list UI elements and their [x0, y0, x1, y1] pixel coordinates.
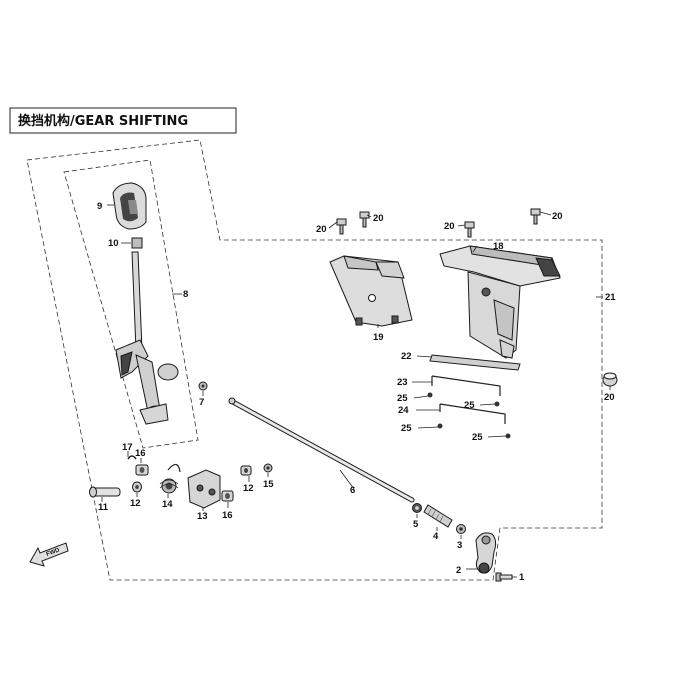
callout-22: 22 [401, 351, 412, 362]
callout-8: 8 [183, 289, 188, 300]
shift-lever [115, 251, 179, 425]
callout-2: 2 [456, 565, 461, 576]
callout-10: 10 [108, 238, 119, 249]
bushing-16-right [221, 490, 234, 502]
mounting-bracket-19 [329, 255, 413, 327]
callout-19: 19 [373, 332, 384, 343]
plate-22 [429, 354, 521, 371]
callout-25-b: 25 [464, 400, 475, 411]
bolt-20-c [464, 221, 475, 238]
bolt-20-a [336, 218, 347, 235]
title-box: 换挡机构/GEAR SHIFTING [9, 107, 237, 134]
callout-15: 15 [263, 479, 274, 490]
callout-20-c: 20 [444, 221, 455, 232]
callout-25-d: 25 [472, 432, 483, 443]
nut-15 [263, 463, 273, 473]
shift-knob [112, 182, 147, 230]
callout-4: 4 [433, 531, 439, 542]
callout-20-b: 20 [373, 213, 384, 224]
bolt-20-b [359, 211, 370, 228]
bracket-23 [431, 375, 501, 396]
callout-20-d: 20 [552, 211, 563, 222]
callout-7: 7 [199, 397, 204, 408]
clip-17 [127, 455, 137, 460]
callout-17: 17 [122, 442, 133, 453]
callout-23: 23 [397, 377, 408, 388]
shift-cable [228, 397, 415, 503]
washer-12-left [132, 481, 142, 493]
screw-25-b [494, 401, 500, 407]
callout-20-a: 20 [316, 224, 327, 235]
callout-20-e: 20 [604, 392, 615, 403]
callout-12-left: 12 [130, 498, 141, 509]
forward-direction-arrow: FWD [29, 542, 69, 567]
callout-9: 9 [97, 201, 102, 212]
screw-25-a [427, 392, 433, 398]
bolt-20-d [530, 208, 541, 225]
callout-3: 3 [457, 540, 462, 551]
bolt-1 [495, 572, 513, 582]
callout-18: 18 [493, 241, 504, 252]
callout-16-right: 16 [222, 510, 233, 521]
diagram-title: 换挡机构/GEAR SHIFTING [18, 113, 188, 129]
callout-25-a: 25 [397, 393, 408, 404]
screw-25-c [437, 423, 443, 429]
assembly-boundary [26, 139, 603, 581]
screw-25-d [505, 433, 511, 439]
spring-14 [159, 463, 181, 494]
callout-16-left: 16 [135, 448, 146, 459]
nut-7 [198, 381, 208, 391]
bracket-13 [187, 469, 221, 509]
callout-13: 13 [197, 511, 208, 522]
callout-1: 1 [519, 572, 525, 583]
shift-panel-housing-18 [439, 245, 561, 359]
callout-6: 6 [350, 485, 355, 496]
fwd-label: FWD [46, 547, 62, 558]
grommet-20-e [602, 372, 618, 387]
knob-adapter [131, 237, 143, 249]
callout-labels: 9 10 8 7 6 5 4 3 2 1 11 12 12 14 13 16 1… [97, 201, 616, 583]
nut-3 [456, 524, 466, 534]
callout-12-right: 12 [243, 483, 254, 494]
bushing-16-left [135, 464, 149, 476]
rod-nut-5 [412, 503, 422, 513]
leader-lines [101, 204, 611, 578]
callout-14: 14 [162, 499, 173, 510]
callout-21: 21 [605, 292, 616, 303]
callout-24: 24 [398, 405, 409, 416]
callout-11: 11 [98, 502, 109, 513]
callout-5: 5 [413, 519, 419, 530]
pin-11 [89, 486, 121, 498]
washer-12-right [240, 465, 252, 476]
callout-25-c: 25 [401, 423, 412, 434]
bracket-24 [439, 403, 506, 424]
threaded-rod-4 [423, 504, 453, 528]
shift-arm [475, 532, 497, 574]
